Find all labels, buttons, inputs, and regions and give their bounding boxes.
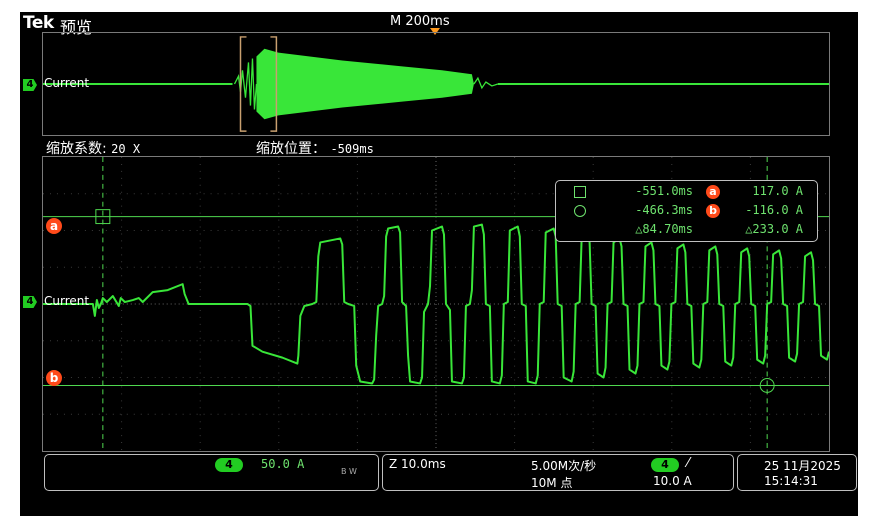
square-cursor-icon xyxy=(574,186,586,198)
overview-waveform-window[interactable] xyxy=(42,32,830,136)
zoom-trace xyxy=(43,223,829,385)
circle-cursor-icon xyxy=(574,205,586,217)
datetime-panel[interactable]: 25 11月2025 15:14:31 xyxy=(737,454,857,491)
overview-trace xyxy=(43,48,829,120)
cursor-b-marker[interactable]: b xyxy=(46,370,62,386)
time-readout: 15:14:31 xyxy=(764,474,818,488)
bandwidth-limit-indicator: B W xyxy=(341,467,357,476)
cursor-markers[interactable] xyxy=(95,209,775,393)
zoom-factor-value: 20 X xyxy=(111,142,141,156)
readout-row-b: -466.3ms b -116.0 A xyxy=(556,203,817,221)
vertical-scale: 50.0 A xyxy=(261,457,305,471)
zoom-scale: Z 10.0ms xyxy=(389,457,446,471)
cursor-a-time: -551.0ms xyxy=(635,184,693,198)
readout-row-delta: △84.70ms △233.0 A xyxy=(556,222,817,240)
cursor-b-badge: b xyxy=(706,204,720,218)
zoom-position-label: 缩放位置： xyxy=(256,141,326,157)
channel-4-marker-overview[interactable]: 4 xyxy=(23,79,37,91)
sample-rate: 5.00M次/秒 xyxy=(531,459,597,473)
timebase-readout: M 200ms xyxy=(390,14,450,29)
zoom-trace-label: Current xyxy=(44,294,90,308)
channel-4-badge: 4 xyxy=(215,458,243,472)
zoom-waveform-window[interactable] xyxy=(42,156,830,452)
zoom-bracket-left[interactable] xyxy=(239,36,247,132)
trigger-channel-badge: 4 xyxy=(651,458,679,472)
cursor-b-time: -466.3ms xyxy=(635,203,693,217)
cursor-a-marker[interactable]: a xyxy=(46,218,62,234)
date-readout: 25 11月2025 xyxy=(764,459,841,473)
zoom-factor: 缩放系数: 20 X xyxy=(46,138,140,158)
vertical-settings-panel[interactable]: 4 50.0 A B W xyxy=(44,454,379,491)
cursor-a-badge: a xyxy=(706,185,720,199)
horizontal-settings-panel[interactable]: Z 10.0ms 5.00M次/秒 10M 点 4 ⁄ 10.0 A xyxy=(382,454,734,491)
brand-logo: Tek xyxy=(23,13,54,33)
zoom-position-value: -509ms xyxy=(330,142,374,156)
zoom-plot xyxy=(43,157,829,451)
overview-trace-label: Current xyxy=(44,76,90,90)
overview-plot xyxy=(43,36,829,132)
cursor-a-value: 117.0 A xyxy=(752,184,803,198)
cursor-readout[interactable]: -551.0ms a 117.0 A -466.3ms b -116.0 A △… xyxy=(555,180,818,242)
cursor-b-value: -116.0 A xyxy=(745,203,803,217)
channel-4-marker-zoom[interactable]: 4 xyxy=(23,296,37,308)
delta-time: △84.70ms xyxy=(635,222,693,236)
scope-screen: Tek 预览 M 200ms 4 Current 缩放系数: 20 X 缩放位置… xyxy=(20,12,858,516)
zoom-factor-label: 缩放系数: xyxy=(46,141,107,157)
trigger-level: 10.0 A xyxy=(653,474,692,488)
record-length: 10M 点 xyxy=(531,476,573,490)
rising-edge-icon: ⁄ xyxy=(687,456,690,471)
delta-value: △233.0 A xyxy=(745,222,803,236)
readout-row-a: -551.0ms a 117.0 A xyxy=(556,184,817,202)
zoom-bracket-right[interactable] xyxy=(270,36,278,132)
trigger-position-marker[interactable] xyxy=(430,28,440,35)
zoom-position: 缩放位置： -509ms xyxy=(256,138,374,158)
